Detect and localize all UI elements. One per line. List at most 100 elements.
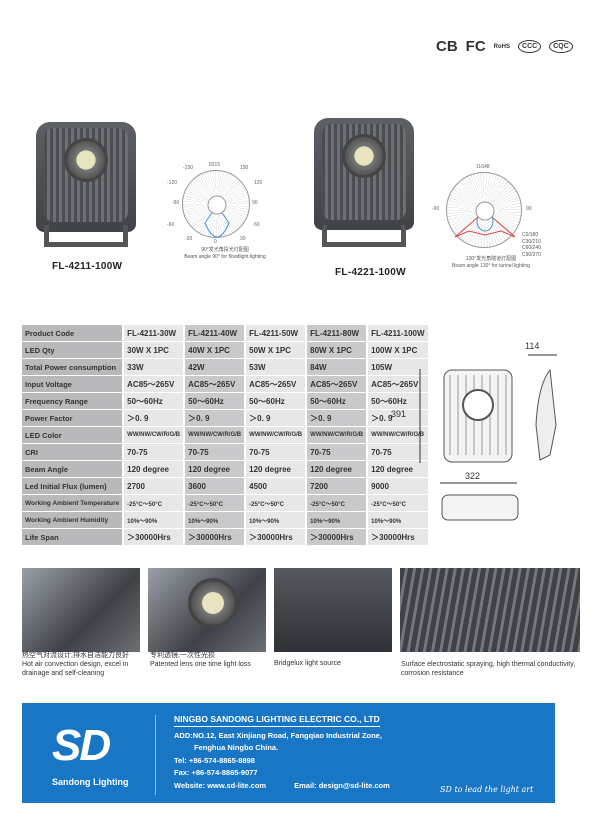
polar-angle-label: 90 [526,206,532,212]
feature-caption-cn: 专利透镜,一次性光损 [150,652,215,659]
polar-caption-cn: 90°发光角投光灯配图 [201,247,249,253]
table-cell: 40W X 1PC [185,342,245,358]
lamp-lens [342,134,386,178]
table-cell: 120 degree [246,461,306,477]
address-line: Fenghua Ningbo China. [194,743,279,753]
polar-diagram [446,172,522,248]
table-cell: AC85～265V [124,376,184,392]
product-image-fl-4211 [36,122,136,232]
table-cell: 3600 [185,478,245,494]
polar-angle-label: 60 [254,222,260,228]
table-cell: -25°C～50°C [246,495,306,511]
cb-logo: CB [436,38,458,55]
polar-angle-label: -120 [167,180,178,186]
polar-angle-label: -90 [172,200,180,206]
feature-caption-en: Surface electrostatic spraying, high the… [401,661,576,677]
table-cell: 10%～90% [246,512,306,528]
table-cell: 50～60Hz [185,393,245,409]
table-cell: -25°C～50°C [185,495,245,511]
table-cell: 50W X 1PC [246,342,306,358]
table-cell: ＞30000Hrs [124,529,184,545]
company-name: NINGBO SANDONG LIGHTING ELECTRIC CO., LT… [174,714,380,727]
contact-info: ADD:NO.12, East Xinjiang Road, Fangqiao … [174,730,390,792]
polar-caption-cn: 130°发光角隧道灯配图 [465,256,517,262]
certification-logos: CB FC RoHS CCC CQC [436,38,573,55]
row-label: Working Ambient Humidity [22,512,123,528]
legend-item: C60/240 [522,245,541,251]
table-cell: WW/NW/CW/R/G/B [307,427,367,443]
table-cell: FL-4211-100W [368,325,428,341]
website-link[interactable]: Website: www.sd-lite.com [174,780,267,790]
table-cell: 120 degree [307,461,367,477]
table-cell: FL-4211-30W [124,325,184,341]
feature-caption-en: Hot air convection design, excel in drai… [22,660,129,677]
polar-angle-label: -60 [167,222,175,228]
product-model: FL-4211-100W [52,261,123,272]
table-cell: 30W X 1PC [124,342,184,358]
table-cell: -25°C～50°C [307,495,367,511]
rohs-logo: RoHS [493,43,511,50]
row-label: LED Color [22,427,123,443]
table-cell: AC85～265V [307,376,367,392]
feature-caption-en: Patented lens one time light loss [150,660,251,668]
table-cell: 42W [185,359,245,375]
lamp-lens [64,138,108,182]
table-cell: 70-75 [368,444,428,460]
cqc-logo: CQC [549,40,573,53]
table-cell: 50～60Hz [368,393,428,409]
company-footer: SD Sandong Lighting NINGBO SANDONG LIGHT… [22,703,555,803]
row-label: CRI [22,444,123,460]
table-cell: ＞0. 9 [185,410,245,426]
table-cell: ＞0. 9 [246,410,306,426]
table-cell: 70-75 [307,444,367,460]
table-cell: AC85～265V [246,376,306,392]
product-image-fl-4221 [314,118,414,230]
table-cell: 70-75 [185,444,245,460]
table-cell: ＞30000Hrs [246,529,306,545]
polar-caption-en: Beam angle 90° for floodlight lighting [184,253,266,260]
table-row: Life Span＞30000Hrs＞30000Hrs＞30000Hrs＞300… [22,529,428,545]
dimension-width: 322 [465,471,481,481]
row-label: Life Span [22,529,123,545]
table-row: Working Ambient Temperature-25°C～50°C-25… [22,495,428,511]
row-label: LED Qty [22,342,123,358]
fax: Fax: +86-574-8865-9077 [174,768,258,778]
table-cell: 84W [307,359,367,375]
table-cell: 120 degree [185,461,245,477]
feature-caption-en: Bridgelux light source [274,660,341,667]
row-label: Frequency Range [22,393,123,409]
legend-item: C0/180 [522,232,539,238]
email-link[interactable]: Email: design@sd-lite.com [294,780,390,790]
polar-angle-label: -150 [183,165,194,171]
dimension-drawing [400,335,570,535]
table-cell: ＞30000Hrs [185,529,245,545]
table-cell: 50～60Hz [307,393,367,409]
table-cell: 53W [246,359,306,375]
polar-angle-label: 150 [240,165,249,171]
dimension-depth: 114 [525,341,540,351]
feature-photo-light-source [274,568,392,652]
bracket [44,225,128,247]
polar-angle-label: 30 [240,236,246,242]
polar-angle-label: 90 [252,200,258,206]
polar-angle-label: -30 [185,236,193,242]
table-cell: ＞0. 9 [307,410,367,426]
slogan: SD to lead the light art [440,785,534,794]
table-cell: 50～60Hz [246,393,306,409]
table-cell: WW/NW/CW/R/G/B [368,427,428,443]
feature-caption: Bridgelux light source [274,660,394,669]
table-cell: 120 degree [124,461,184,477]
feature-photo-lens [148,568,266,652]
polar-radial-label: 11648 [476,164,490,170]
table-cell: FL-4211-50W [246,325,306,341]
